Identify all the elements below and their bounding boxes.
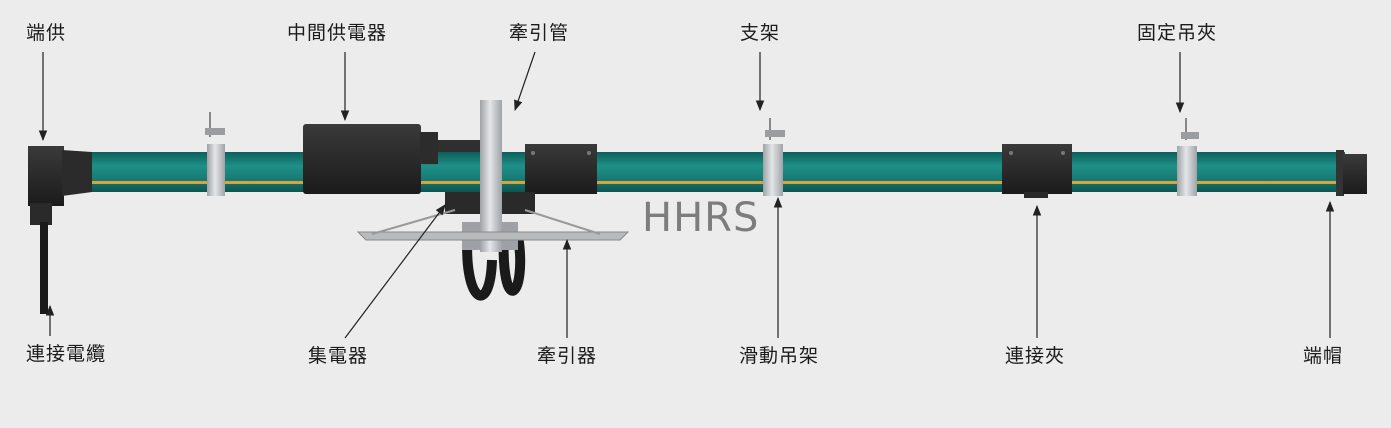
label-connecting-clamp: 連接夾 bbox=[1005, 345, 1066, 367]
tow-pipe bbox=[480, 100, 502, 252]
conductor-rail bbox=[60, 152, 1345, 192]
label-sliding-hanger: 滑動吊架 bbox=[739, 345, 820, 367]
connecting-clamp-box-1 bbox=[525, 144, 597, 194]
sliding-hanger bbox=[763, 118, 785, 196]
collector-assembly bbox=[445, 100, 535, 301]
hanger-clamp-1 bbox=[205, 112, 225, 196]
label-connecting-cable: 連接電纜 bbox=[26, 343, 107, 365]
connecting-clamp-box-2 bbox=[1002, 144, 1072, 198]
end-feed-box bbox=[28, 146, 92, 314]
arrow-collector bbox=[344, 204, 446, 339]
label-end-feed: 端供 bbox=[26, 22, 67, 44]
label-collector: 集電器 bbox=[308, 345, 369, 367]
watermark: HHRS bbox=[642, 195, 760, 241]
label-arrows bbox=[38, 51, 1335, 339]
arrow-tow-pipe bbox=[514, 51, 536, 112]
label-tow-arm: 牽引器 bbox=[537, 345, 598, 367]
label-bracket: 支架 bbox=[740, 22, 781, 44]
fixed-hanger-clamp bbox=[1177, 118, 1199, 196]
connecting-cable bbox=[40, 222, 48, 314]
end-cap bbox=[1336, 150, 1367, 196]
middle-feeder-box bbox=[303, 124, 488, 194]
label-end-cap: 端帽 bbox=[1303, 345, 1344, 367]
label-middle-feeder: 中間供電器 bbox=[287, 22, 388, 44]
rail-stripe bbox=[60, 181, 1345, 184]
label-tow-pipe: 牽引管 bbox=[509, 22, 570, 44]
label-fixed-clamp: 固定吊夾 bbox=[1137, 22, 1218, 44]
